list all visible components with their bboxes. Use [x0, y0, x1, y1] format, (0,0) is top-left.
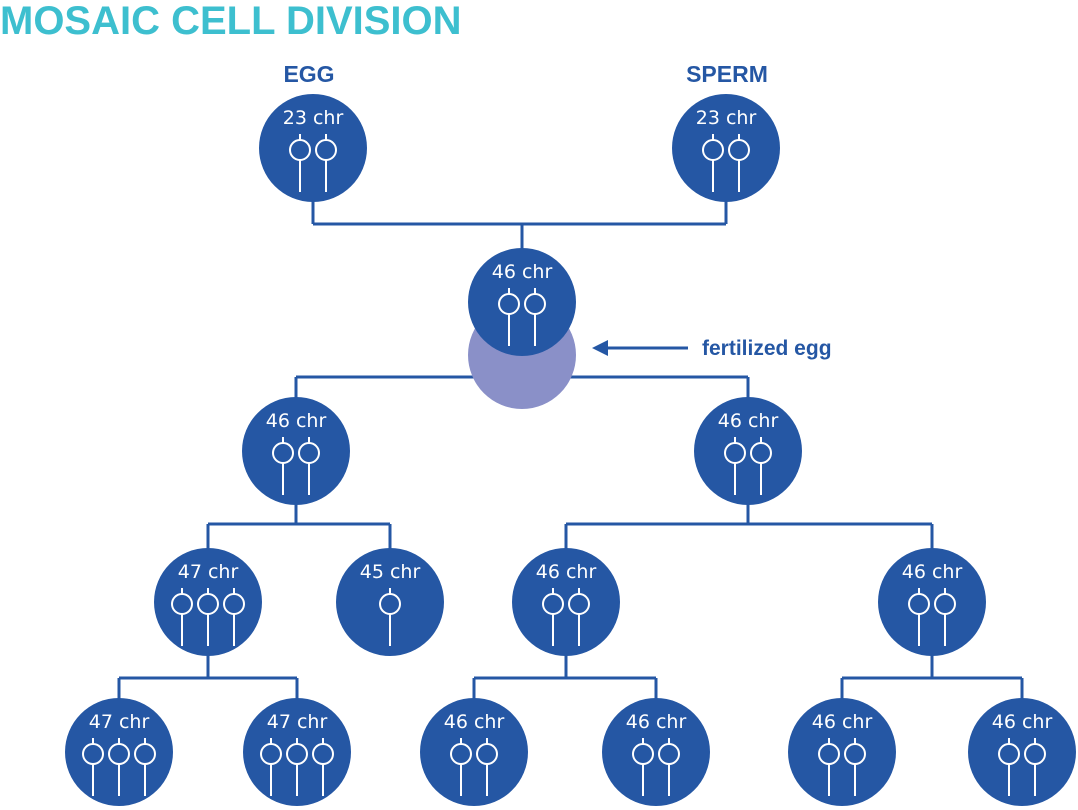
cell-circle [468, 248, 576, 356]
chromosome-icon [1024, 738, 1046, 796]
cell-circle [336, 548, 444, 656]
chromosome-icon [934, 588, 956, 646]
cell-sperm: 23 chr [672, 94, 780, 202]
chromosome-count-label: 47 chr [178, 561, 239, 583]
cell-gen3-c: 46 chr [420, 698, 528, 806]
cell-gen3-f: 46 chr [968, 698, 1076, 806]
cell-circle [694, 397, 802, 505]
chromosome-count-label: 23 chr [283, 107, 344, 129]
chromosome-icon [289, 134, 311, 192]
cell-egg: 23 chr [259, 94, 367, 202]
cell-gen3-a: 47 chr [65, 698, 173, 806]
chromosome-icon [286, 738, 308, 796]
chromosome-icon [524, 288, 546, 346]
cell-circle [968, 698, 1076, 806]
chromosome-icon [171, 588, 193, 646]
chromosome-icon [108, 738, 130, 796]
chromosome-icon [728, 134, 750, 192]
chromosome-icon [750, 437, 772, 495]
chromosome-icon [260, 738, 282, 796]
chromosome-icon [658, 738, 680, 796]
chromosome-icon [379, 588, 401, 646]
chromosome-count-label: 46 chr [812, 711, 873, 733]
chromosome-icon [134, 738, 156, 796]
cell-circle [420, 698, 528, 806]
chromosome-count-label: 46 chr [718, 410, 779, 432]
chromosome-count-label: 46 chr [536, 561, 597, 583]
cell-gen3-d: 46 chr [602, 698, 710, 806]
fertilized-egg-label: fertilized egg [702, 337, 832, 360]
chromosome-count-label: 23 chr [696, 107, 757, 129]
cell-circle [878, 548, 986, 656]
chromosome-count-label: 47 chr [267, 711, 328, 733]
cell-circle [602, 698, 710, 806]
chromosome-icon [908, 588, 930, 646]
cell-circle [259, 94, 367, 202]
cell-gen2-d: 46 chr [878, 548, 986, 656]
chromosome-icon [298, 437, 320, 495]
chromosome-count-label: 46 chr [492, 261, 553, 283]
chromosome-icon [498, 288, 520, 346]
chromosome-icon [450, 738, 472, 796]
chromosome-count-label: 46 chr [902, 561, 963, 583]
chromosome-icon [724, 437, 746, 495]
chromosome-count-label: 46 chr [992, 711, 1053, 733]
cell-circle [512, 548, 620, 656]
cell-gen2-c: 46 chr [512, 548, 620, 656]
chromosome-icon [998, 738, 1020, 796]
cell-circle [672, 94, 780, 202]
chromosome-icon [272, 437, 294, 495]
diagram-title: MOSAIC CELL DIVISION [0, 0, 462, 43]
chromosome-icon [82, 738, 104, 796]
cell-gen3-b: 47 chr [243, 698, 351, 806]
chromosome-icon [197, 588, 219, 646]
chromosome-icon [223, 588, 245, 646]
sperm-label: SPERM [686, 61, 768, 87]
cell-gen2-b: 45 chr [336, 548, 444, 656]
chromosome-count-label: 46 chr [626, 711, 687, 733]
chromosome-icon [315, 134, 337, 192]
chromosome-icon [542, 588, 564, 646]
cell-zygote: 46 chr [468, 248, 576, 356]
chromosome-count-label: 46 chr [266, 410, 327, 432]
chromosome-icon [702, 134, 724, 192]
chromosome-icon [568, 588, 590, 646]
egg-label: EGG [283, 61, 334, 87]
chromosome-count-label: 46 chr [444, 711, 505, 733]
cell-circle [788, 698, 896, 806]
chromosome-icon [476, 738, 498, 796]
cell-gen3-e: 46 chr [788, 698, 896, 806]
cell-gen2-a: 47 chr [154, 548, 262, 656]
chromosome-count-label: 47 chr [89, 711, 150, 733]
chromosome-icon [844, 738, 866, 796]
chromosome-count-label: 45 chr [360, 561, 421, 583]
chromosome-icon [312, 738, 334, 796]
cell-gen1-right: 46 chr [694, 397, 802, 505]
chromosome-icon [632, 738, 654, 796]
cells: 23 chr 23 chr 46 chr 46 chr 46 chr 47 chr 45 c… [65, 94, 1076, 806]
cell-circle [242, 397, 350, 505]
arrow-left-icon [592, 340, 688, 356]
chromosome-icon [818, 738, 840, 796]
cell-gen1-left: 46 chr [242, 397, 350, 505]
